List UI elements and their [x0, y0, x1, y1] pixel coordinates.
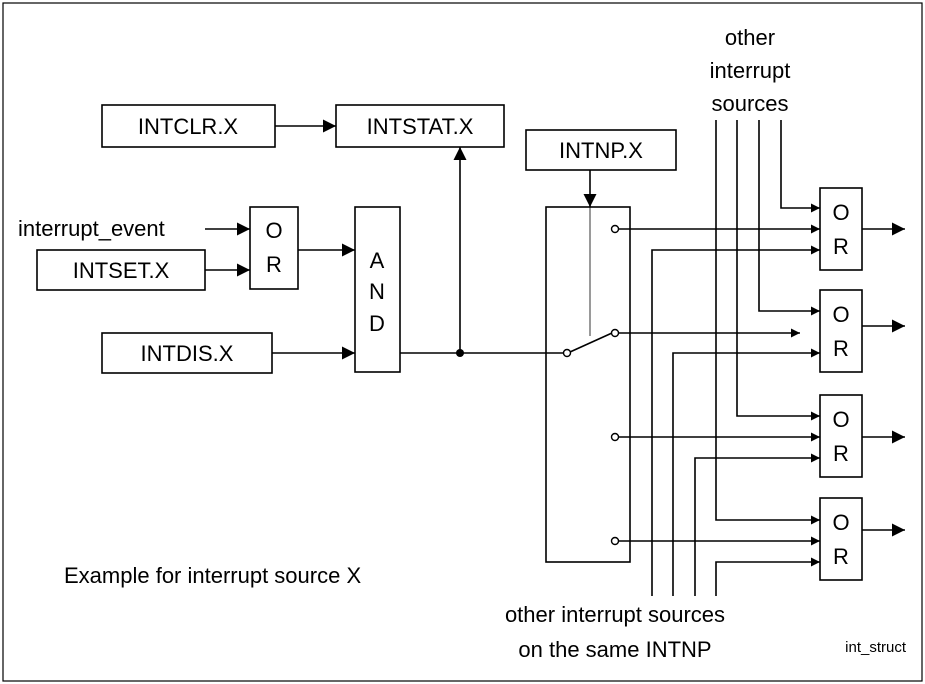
input-or-letter-2: R	[266, 252, 282, 277]
intclr-block: INTCLR.X	[101, 104, 276, 148]
intstat-label: INTSTAT.X	[367, 114, 474, 139]
output-or-gate-3: O R	[819, 394, 863, 478]
output-or-4-letter-1: O	[832, 510, 849, 535]
other-sources-top-line-3: sources	[711, 91, 788, 116]
other-sources-bottom-line-1: other interrupt sources	[505, 602, 725, 627]
input-or-letter-1: O	[265, 218, 282, 243]
other-sources-bottom-line-2: on the same INTNP	[518, 637, 711, 662]
interrupt-event-label: interrupt_event	[18, 216, 165, 241]
intnp-block: INTNP.X	[525, 129, 677, 171]
wires	[205, 119, 905, 600]
output-or-2-letter-2: R	[833, 336, 849, 361]
intclr-label: INTCLR.X	[138, 114, 239, 139]
output-or-1-letter-2: R	[833, 234, 849, 259]
output-or-1-letter-1: O	[832, 200, 849, 225]
and-letter-1: A	[370, 248, 385, 273]
output-or-gate-2: O R	[819, 289, 863, 373]
figure-id: int_struct	[845, 639, 907, 656]
output-or-2-letter-1: O	[832, 302, 849, 327]
intdis-label: INTDIS.X	[141, 341, 234, 366]
intset-block: INTSET.X	[36, 249, 206, 291]
intnp-switch-box	[545, 206, 631, 563]
output-or-3-letter-2: R	[833, 441, 849, 466]
output-or-gate-4: O R	[819, 497, 863, 581]
intdis-block: INTDIS.X	[101, 332, 273, 374]
and-gate: A N D	[354, 206, 401, 373]
example-caption: Example for interrupt source X	[64, 563, 361, 588]
output-or-3-letter-1: O	[832, 407, 849, 432]
intset-label: INTSET.X	[73, 258, 170, 283]
intstat-block: INTSTAT.X	[335, 104, 505, 148]
other-sources-top-line-1: other	[725, 25, 775, 50]
other-sources-top-label: other interrupt sources	[710, 25, 791, 116]
and-letter-3: D	[369, 311, 385, 336]
other-sources-top-line-2: interrupt	[710, 58, 791, 83]
intnp-label: INTNP.X	[559, 138, 643, 163]
output-or-4-letter-2: R	[833, 544, 849, 569]
and-letter-2: N	[369, 279, 385, 304]
other-sources-bottom-label: other interrupt sources on the same INTN…	[470, 596, 760, 668]
input-or-gate: O R	[249, 206, 299, 290]
output-or-gate-1: O R	[819, 187, 863, 271]
